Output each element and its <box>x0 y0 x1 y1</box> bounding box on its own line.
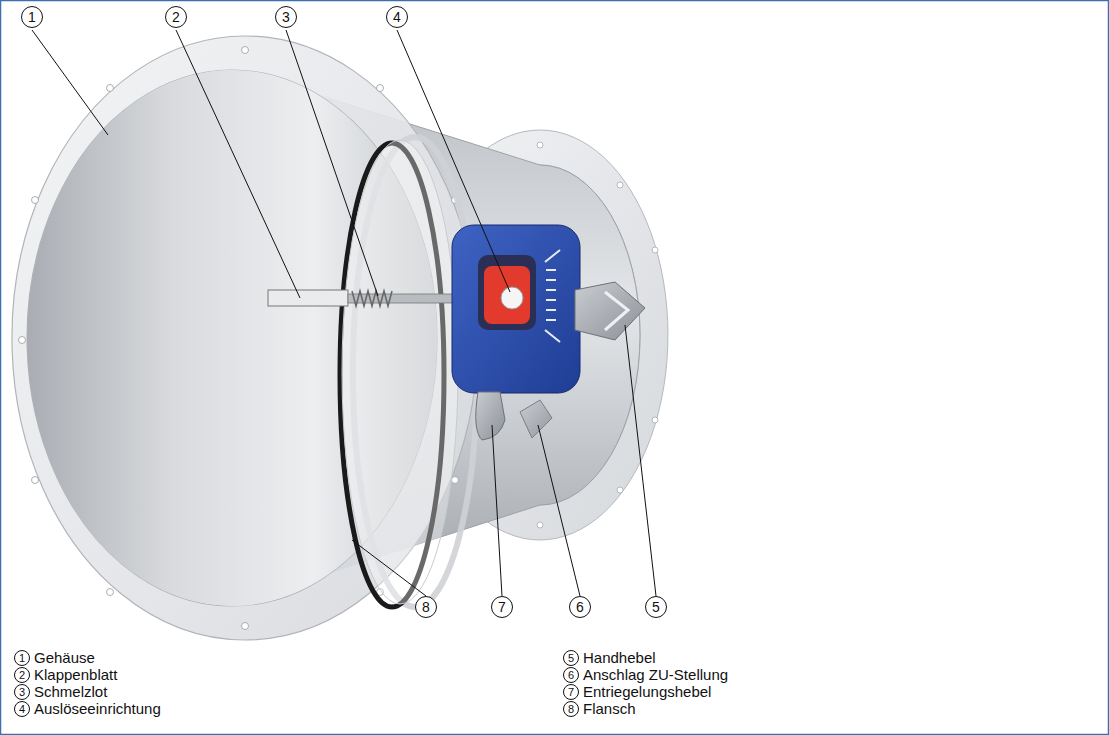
callout-number: 6 <box>569 596 591 618</box>
part-name: Anschlag ZU-Stellung <box>583 666 728 684</box>
part-name: Schmelzlot <box>34 683 107 701</box>
callout-number: 1 <box>21 6 43 28</box>
key-number: 5 <box>563 650 579 666</box>
part-name: Entriegelungshebel <box>583 683 711 701</box>
key-number: 3 <box>14 684 30 700</box>
callout-number: 4 <box>386 6 408 28</box>
callout-number: 8 <box>415 596 437 618</box>
part-name: Auslöseeinrichtung <box>34 700 161 718</box>
part-name: Flansch <box>583 700 636 718</box>
closed-stop <box>520 400 552 438</box>
part-name: Gehäuse <box>34 649 95 667</box>
callout-number: 2 <box>165 6 187 28</box>
trigger-window <box>478 255 536 330</box>
blade-bracket <box>268 290 348 306</box>
key-number: 1 <box>14 650 30 666</box>
front-flange <box>12 36 478 640</box>
key-number: 4 <box>14 701 30 717</box>
key-number: 8 <box>563 701 579 717</box>
position-scale <box>545 250 560 342</box>
hand-lever <box>575 282 645 340</box>
part-name: Handhebel <box>583 649 656 667</box>
front-flange-holes <box>19 47 472 630</box>
key-number: 2 <box>14 667 30 683</box>
key-number: 7 <box>563 684 579 700</box>
callout-number: 5 <box>645 596 667 618</box>
part-name: Klappenblatt <box>34 666 117 684</box>
callout-number: 7 <box>491 596 513 618</box>
release-lever <box>476 392 505 440</box>
fusible-link <box>352 291 392 306</box>
trigger-device <box>452 225 580 393</box>
trigger-pin <box>501 287 523 309</box>
hand-lever-ridge <box>605 292 628 330</box>
leader-lines <box>32 30 656 596</box>
callout-number: 3 <box>275 6 297 28</box>
trigger-element <box>484 266 530 324</box>
key-number: 6 <box>563 667 579 683</box>
damper-blade <box>342 140 458 604</box>
